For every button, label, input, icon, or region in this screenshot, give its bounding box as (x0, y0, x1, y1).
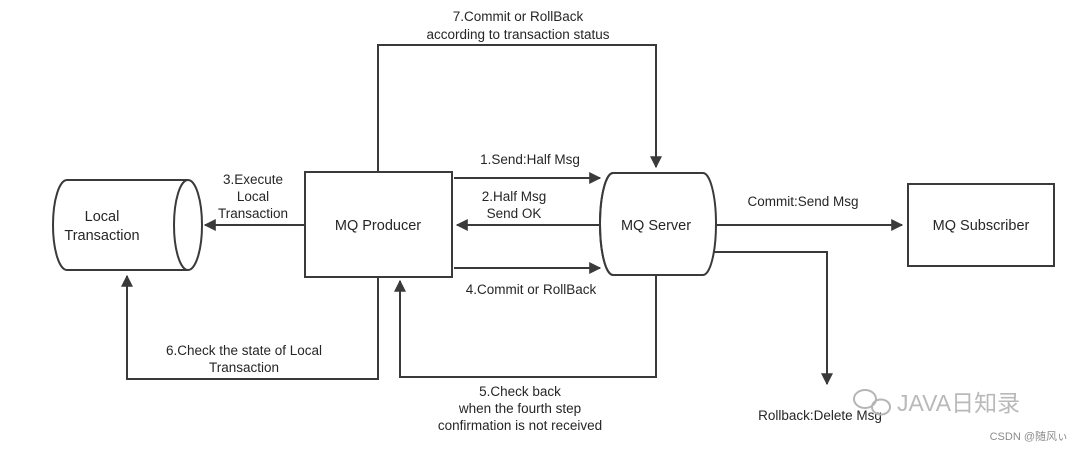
rollback-label: Rollback:Delete Msg (758, 408, 882, 423)
step6-label-line-2: Transaction (209, 360, 279, 375)
step3-label-line-3: Transaction (218, 206, 288, 221)
rollback-arrow (713, 251, 833, 386)
wechat-icon (853, 389, 891, 416)
step6-arrow (121, 274, 379, 380)
watermark-source: CSDN @随风ぃ (990, 429, 1068, 443)
watermark-brand: JAVA日知录 (897, 390, 1020, 416)
watermark: JAVA日知录 CSDN @随风ぃ (853, 389, 1068, 443)
step7-label-line-2: according to transaction status (426, 27, 609, 42)
commit-edge: Commit:Send Msg (716, 194, 904, 231)
step5-edge: 5.Check back when the fourth step confir… (394, 275, 657, 433)
step2-label-line-2: Send OK (487, 206, 542, 221)
local-transaction-cylinder (52, 179, 203, 271)
step4-label: 4.Commit or RollBack (466, 282, 597, 297)
mq-server-node: MQ Server (599, 172, 717, 276)
step2-label-line-1: 2.Half Msg (482, 189, 547, 204)
local-transaction-label-line-1: Local (85, 209, 120, 225)
mq-producer-node: MQ Producer (304, 171, 453, 278)
step7-label-line-1: 7.Commit or RollBack (453, 9, 584, 24)
commit-label: Commit:Send Msg (747, 194, 858, 209)
mq-subscriber-box (907, 183, 1055, 267)
step3-label-line-2: Local (237, 189, 269, 204)
step5-label-line-2: when the fourth step (458, 401, 581, 416)
local-transaction-label-line-2: Transaction (64, 228, 139, 244)
step7-edge: 7.Commit or RollBack according to transa… (377, 9, 662, 172)
mq-server-cylinder-rim (599, 172, 614, 276)
local-transaction-node: Local Transaction (52, 179, 203, 271)
mq-producer-label: MQ Producer (335, 218, 421, 234)
step5-arrow (394, 275, 657, 378)
step5-label-line-3: confirmation is not received (438, 418, 602, 433)
step5-label-line-1: 5.Check back (479, 384, 561, 399)
step6-label-line-1: 6.Check the state of Local (166, 343, 322, 358)
rollback-edge: Rollback:Delete Msg (713, 251, 882, 423)
step4-edge: 4.Commit or RollBack (454, 262, 602, 297)
step7-arrow (377, 44, 662, 172)
mq-server-label: MQ Server (621, 218, 691, 234)
step6-edge: 6.Check the state of Local Transaction (121, 274, 379, 380)
step2-edge: 2.Half Msg Send OK (455, 189, 600, 231)
mq-subscriber-node: MQ Subscriber (907, 183, 1055, 267)
mq-subscriber-label: MQ Subscriber (933, 218, 1030, 234)
step1-label: 1.Send:Half Msg (480, 152, 580, 167)
local-transaction-cylinder-rim (173, 179, 189, 271)
step1-edge: 1.Send:Half Msg (454, 152, 602, 184)
step3-edge: 3.Execute Local Transaction (203, 172, 305, 231)
step3-label-line-1: 3.Execute (223, 172, 283, 187)
